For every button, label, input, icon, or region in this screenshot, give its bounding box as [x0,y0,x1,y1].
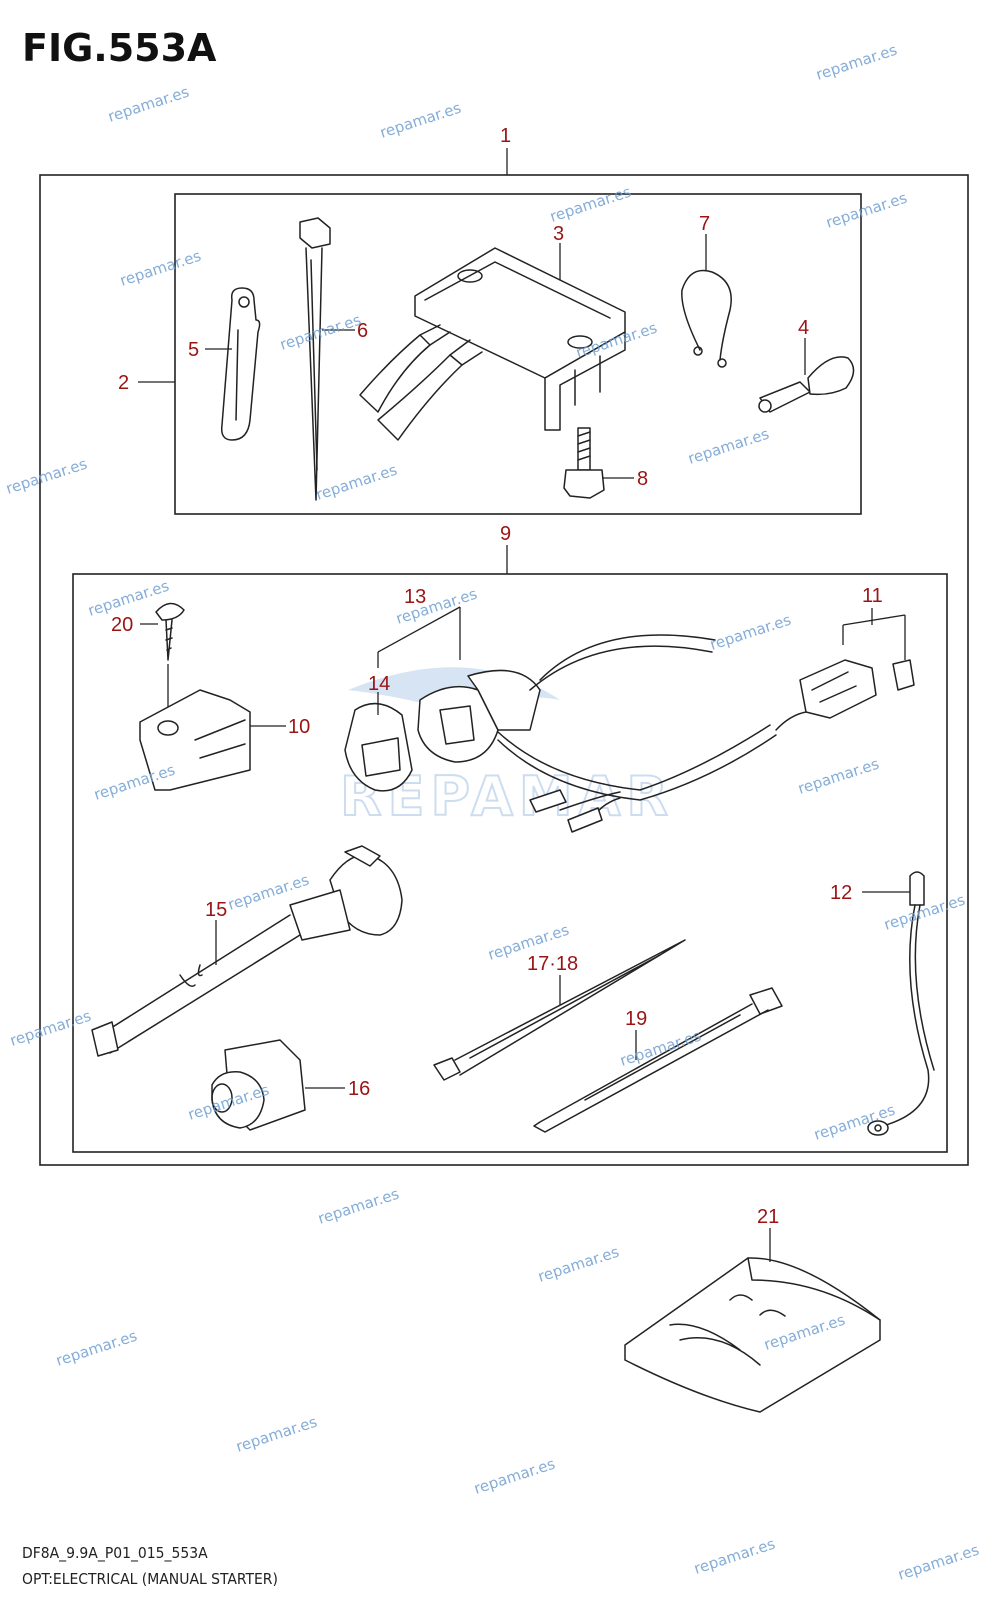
watermark-text: repamar.es [54,1327,140,1370]
part-5-wire-clip [220,287,261,441]
watermark-text: repamar.es [814,41,900,84]
group-9-frame [72,573,948,1153]
watermark-text: repamar.es [824,189,910,232]
callout-15[interactable]: 15 [205,899,227,921]
callout-6[interactable]: 6 [357,320,368,342]
watermark-text: repamar.es [472,1455,558,1498]
callout-20[interactable]: 20 [111,614,133,636]
drawing-code: DF8A_9.9A_P01_015_553A [22,1544,208,1562]
drawing-description: OPT:ELECTRICAL (MANUAL STARTER) [22,1570,278,1588]
watermark-text: repamar.es [536,1243,622,1286]
group-2-frame [174,193,862,515]
part-10-clamp [139,689,251,791]
part-12-sensor-wire [867,871,935,1136]
callout-5[interactable]: 5 [188,339,199,361]
watermark-text: repamar.es [618,1027,704,1070]
watermark-text: repamar.es [314,461,400,504]
part-19-cable-tie [533,987,783,1133]
part-6-cable-tie [299,217,331,501]
callout-7[interactable]: 7 [699,213,710,235]
watermark-text: repamar.es [8,1007,94,1050]
part-16-grommet [211,1039,306,1131]
watermark-text: repamar.es [796,755,882,798]
watermark-text: repamar.es [234,1413,320,1456]
part-8-bolt [563,427,605,499]
part-11-fuse-holder [775,659,915,731]
watermark-text: repamar.es [692,1535,778,1578]
kit-outer-frame [39,174,969,1166]
watermark-text: repamar.es [708,611,794,654]
callout-19[interactable]: 19 [625,1008,647,1030]
part-7-band-clip [681,269,732,368]
callout-9[interactable]: 9 [500,523,511,545]
part-4-grommet [758,356,855,413]
part-20-screw [155,602,185,661]
callout-12[interactable]: 12 [830,882,852,904]
callout-2[interactable]: 2 [118,372,129,394]
callout-10[interactable]: 10 [288,716,310,738]
callout-8[interactable]: 8 [637,468,648,490]
callout-1[interactable]: 1 [500,125,511,147]
callout-13[interactable]: 13 [404,586,426,608]
callout-11[interactable]: 11 [862,585,883,607]
part-13-harness [344,634,777,833]
watermark-text: repamar.es [548,183,634,226]
callout-21[interactable]: 21 [757,1206,779,1228]
part-15-harness-cap [91,845,403,1057]
part-21-parts-bag [624,1257,881,1413]
watermark-text: repamar.es [316,1185,402,1228]
callout-3[interactable]: 3 [553,223,564,245]
part-17-18-cable-tie [433,939,686,1081]
watermark-text: repamar.es [106,83,192,126]
callout-17-18[interactable]: 17·18 [527,953,578,975]
callout-4[interactable]: 4 [798,317,809,339]
callout-16[interactable]: 16 [348,1078,370,1100]
watermark-text: repamar.es [896,1541,982,1584]
watermark-text: repamar.es [4,455,90,498]
callout-14[interactable]: 14 [368,673,390,695]
watermark-text: repamar.es [378,99,464,142]
watermark-text: repamar.es [118,247,204,290]
part-3-rectifier [359,247,626,441]
figure-title: FIG.553A [22,26,217,70]
watermark-text: repamar.es [686,425,772,468]
